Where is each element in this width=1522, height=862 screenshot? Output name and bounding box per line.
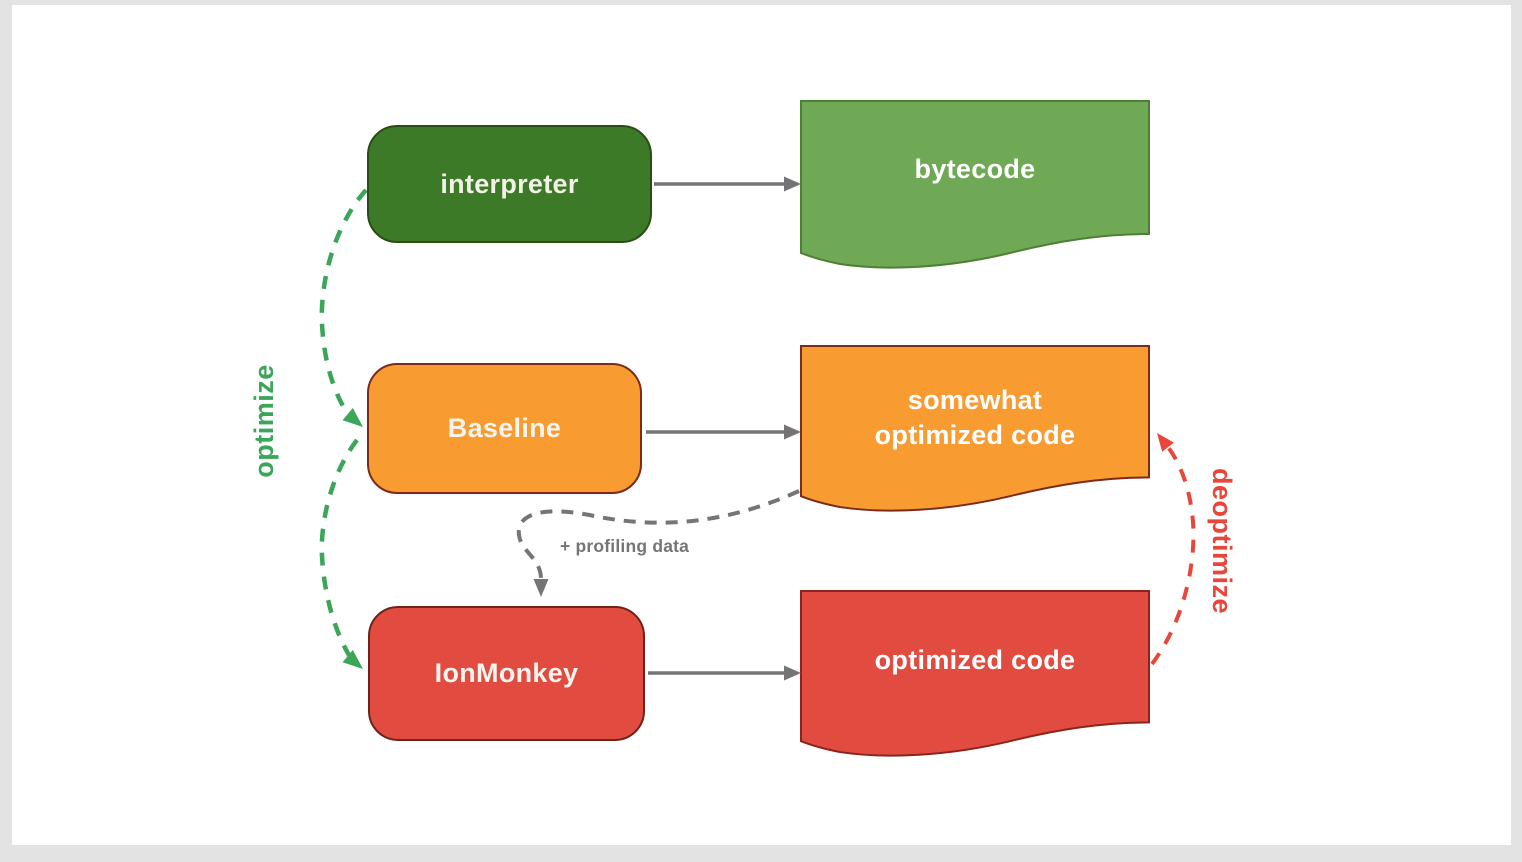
diagram-canvas: [12, 5, 1511, 845]
somewhat-optimized-code-document-shape: [800, 345, 1150, 513]
bytecode-shape-path: [800, 100, 1150, 269]
bytecode-label-text: bytecode: [914, 153, 1036, 184]
ionmonkey-node: IonMonkey: [368, 606, 645, 741]
optimized-code-document-shape: [800, 590, 1150, 758]
somewhat-optimized-code-shape-path: [800, 345, 1150, 512]
somewhat-optimized-code-label: somewhat optimized code: [800, 345, 1150, 491]
somewhat-optimized-line2: optimized code: [874, 420, 1076, 450]
optimized-code-label-text: optimized code: [874, 644, 1076, 675]
baseline-label: Baseline: [447, 413, 562, 443]
deoptimize-edge-label: deoptimize: [1207, 467, 1237, 614]
optimize-edge-label: optimize: [249, 364, 279, 478]
profiling-data-edge-label: + profiling data: [560, 536, 690, 556]
interpreter-node: interpreter: [367, 125, 652, 243]
somewhat-optimized-line1: somewhat: [907, 385, 1043, 415]
optimized-code-shape-path: [800, 590, 1150, 757]
bytecode-label: bytecode: [800, 100, 1150, 238]
interpreter-label: interpreter: [440, 168, 579, 199]
optimized-code-label: optimized code: [800, 590, 1150, 730]
ionmonkey-label: IonMonkey: [434, 658, 579, 688]
bytecode-document-shape: [800, 100, 1150, 270]
baseline-node: Baseline: [367, 363, 642, 494]
